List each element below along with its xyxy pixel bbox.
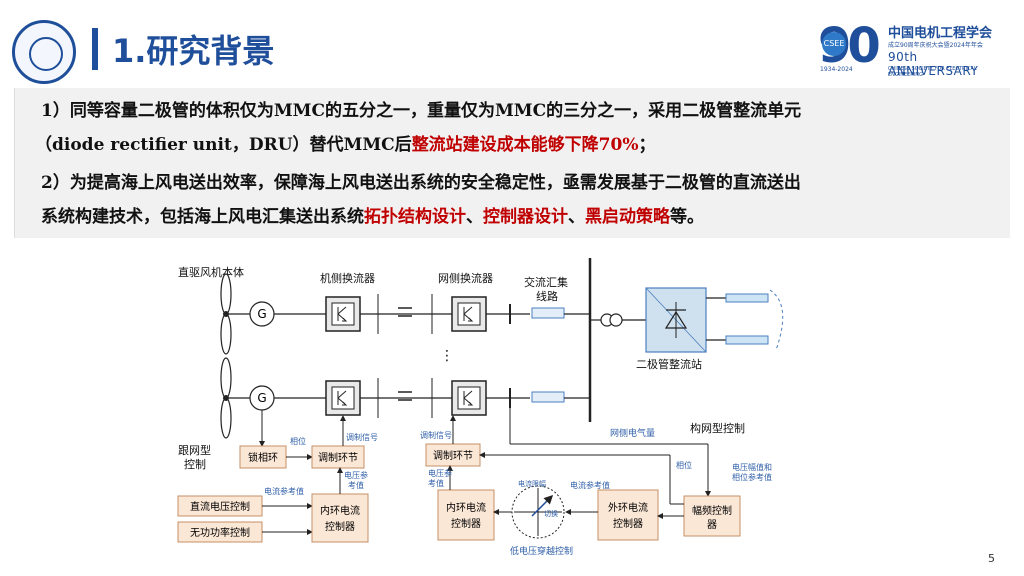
outer-ctrl-label-a: 外环电流 <box>608 501 648 514</box>
inner-ctrl-1-label-b: 控制器 <box>325 520 355 533</box>
inner-current-controller-2 <box>437 489 495 541</box>
label-grid-following-2: 控制 <box>184 457 206 471</box>
title-accent-bar <box>92 28 98 70</box>
dc-cable-positive <box>725 293 769 303</box>
generator-2-label: G <box>257 391 266 405</box>
background-text-box: 1）同等容量二极管的体积仅为MMC的五分之一，重量仅为MMC的三分之一，采用二极… <box>14 88 1010 238</box>
label-current-limit: 电流限幅 <box>518 479 546 488</box>
outer-ctrl-label-b: 控制器 <box>613 517 643 530</box>
label-current-ref-1: 电流参考值 <box>264 486 304 496</box>
pll-label: 锁相环 <box>248 451 278 464</box>
label-grid-following-1: 跟网型 <box>178 443 211 457</box>
page-number: 5 <box>988 552 995 565</box>
logo-anniversary: 90th ANNIVERSARY <box>888 50 979 78</box>
label-turbine-body: 直驱风机本体 <box>178 265 244 279</box>
machine-converter-1 <box>325 296 361 332</box>
logo-badge: CSEE <box>822 32 846 56</box>
generator-1-label: G <box>257 307 266 321</box>
label-mod-signal-1: 调制信号 <box>346 432 378 442</box>
label-switch: 切换 <box>544 509 558 518</box>
label-v-amp-ref-b: 相位参考值 <box>732 472 772 482</box>
logo-society-name: 中国电机工程学会 <box>888 26 993 41</box>
page-title: 1.研究背景 <box>112 32 275 70</box>
label-grid-side-quantity: 网侧电气量 <box>610 427 655 439</box>
label-machine-converter: 机侧换流器 <box>320 271 375 285</box>
modulation-2-label: 调制环节 <box>433 449 473 462</box>
p2-text-a: 系统构建技术，包括海上风电汇集送出系统 <box>41 207 364 227</box>
label-current-ref-2: 电流参考值 <box>570 480 610 490</box>
label-grid-converter: 网侧换流器 <box>438 271 493 285</box>
p2-text-b: 等。 <box>670 207 704 227</box>
p1-highlight-cost: 整流站建设成本能够下降70% <box>411 135 639 155</box>
label-diode-station: 二极管整流站 <box>636 357 702 371</box>
machine-converter-2 <box>325 380 361 416</box>
p2-sep-1: 、 <box>466 207 483 227</box>
logo-years: 1934-2024 <box>820 66 853 73</box>
amp-freq-label-a: 幅频控制 <box>692 504 732 517</box>
p1-text-b: ； <box>638 135 656 155</box>
inner-ctrl-2-label-a: 内环电流 <box>446 501 486 514</box>
logo-society-en: CHINESE SOCIETY FOR ELECTRICAL ENGINEERI… <box>888 66 977 78</box>
label-voltage-ref-2b: 考值 <box>428 478 444 488</box>
p2-sep-2: 、 <box>568 207 585 227</box>
ellipsis-more-turbines: ⋮ <box>440 348 454 364</box>
paragraph-2-line-1: 2）为提高海上风电送出效率，保障海上风电送出系统的安全稳定性，亟需发展基于二极管… <box>41 173 801 193</box>
logo-subtitle: 成立90周年庆祝大会暨2024年年会 <box>888 42 983 49</box>
label-grid-forming-control: 构网型控制 <box>690 421 745 435</box>
university-logo <box>12 20 76 84</box>
dc-cable-negative <box>725 335 769 345</box>
label-ac-collection-2: 线路 <box>536 289 558 303</box>
ac-cable-2 <box>531 391 565 403</box>
ac-cable-1 <box>531 307 565 319</box>
grid-converter-1 <box>451 296 487 332</box>
label-v-amp-ref-a: 电压幅值和 <box>732 462 772 472</box>
p2-highlight-topology: 拓扑结构设计 <box>364 207 466 227</box>
inner-ctrl-2-label-b: 控制器 <box>451 517 481 530</box>
label-mod-signal-2: 调制信号 <box>420 430 452 440</box>
label-voltage-ref-1b: 考值 <box>348 480 364 490</box>
amplitude-frequency-controller <box>683 495 741 537</box>
dc-voltage-control-label: 直流电压控制 <box>190 500 250 513</box>
modulation-1-label: 调制环节 <box>318 451 358 464</box>
label-phase-1: 相位 <box>290 436 306 446</box>
grid-converter-2 <box>451 380 487 416</box>
university-seal-center <box>29 37 63 71</box>
amp-freq-label-b: 器 <box>707 519 717 531</box>
society-anniversary-logo: 90 CSEE 1934-2024 中国电机工程学会 成立90周年庆祝大会暨20… <box>818 18 1008 80</box>
reactive-power-control-label: 无功功率控制 <box>190 526 250 539</box>
label-voltage-ref-2a: 电压参 <box>428 468 452 478</box>
p2-highlight-blackstart: 黑启动策略 <box>585 207 670 227</box>
paragraph-2-line-2: 系统构建技术，包括海上风电汇集送出系统拓扑结构设计、控制器设计、黑启动策略等。 <box>41 202 704 227</box>
paragraph-1-line-2: （diode rectifier unit，DRU）替代MMC后整流站建设成本能… <box>35 130 656 155</box>
p1-text-a: （diode rectifier unit，DRU）替代MMC后 <box>35 135 412 155</box>
label-ac-collection-1: 交流汇集 <box>524 275 568 289</box>
label-phase-2: 相位 <box>676 460 692 470</box>
paragraph-1-line-1: 1）同等容量二极管的体积仅为MMC的五分之一，重量仅为MMC的三分之一，采用二极… <box>41 101 802 121</box>
p2-highlight-controller: 控制器设计 <box>483 207 568 227</box>
label-voltage-ref-1a: 电压参 <box>344 470 368 480</box>
inner-ctrl-1-label-a: 内环电流 <box>320 504 360 517</box>
outer-current-controller <box>597 489 659 541</box>
label-lvrt-control: 低电压穿越控制 <box>510 545 573 557</box>
inner-current-controller-1 <box>311 493 369 543</box>
system-diagram: 直驱风机本体 机侧换流器 网侧换流器 交流汇集 线路 G ⋮ G <box>177 258 784 557</box>
